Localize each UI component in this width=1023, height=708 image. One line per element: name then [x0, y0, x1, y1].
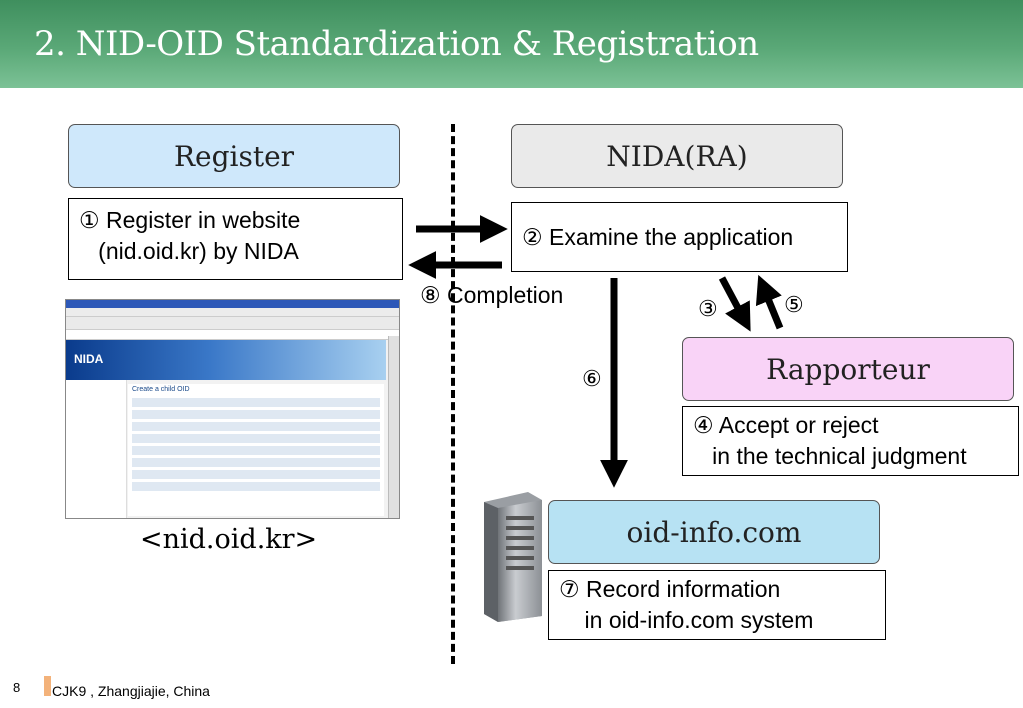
screenshot-logo: NIDA	[74, 352, 104, 366]
screenshot-titlebar	[66, 300, 399, 308]
page-number: 8	[13, 680, 21, 695]
slide-title: 2. NID-OID Standardization & Registratio…	[34, 24, 759, 64]
screenshot-form: Create a child OID	[128, 384, 384, 516]
footer-accent-bar	[44, 676, 51, 696]
step-1-line-2: (nid.oid.kr) by NIDA	[79, 238, 299, 264]
rapporteur-header: Rapporteur	[682, 337, 1014, 401]
arrow-nida-to-rapporteur	[718, 276, 751, 332]
screenshot-toolbar	[66, 317, 399, 330]
screenshot-menubar	[66, 308, 399, 317]
screenshot-caption: <nid.oid.kr>	[140, 524, 318, 555]
screenshot-nav	[66, 380, 127, 518]
server-icon	[484, 492, 542, 622]
nida-header: NIDA(RA)	[511, 124, 843, 188]
step-5-number: ⑤	[784, 292, 804, 317]
screenshot-form-title: Create a child OID	[132, 386, 190, 393]
register-header: Register	[68, 124, 400, 188]
oid-info-header: oid-info.com	[548, 500, 880, 564]
screenshot-scrollbar	[388, 336, 399, 518]
step-2-box: ② Examine the application	[511, 202, 848, 272]
step-6-number: ⑥	[582, 366, 602, 391]
step-1-box: ① Register in website (nid.oid.kr) by NI…	[68, 198, 403, 280]
completion-label: ⑧ Completion	[420, 282, 564, 308]
dashed-divider	[451, 124, 455, 664]
screenshot-addressbar	[66, 330, 399, 340]
step-7-line-2: in oid-info.com system	[559, 607, 814, 633]
step-4-line-2: in the technical judgment	[693, 443, 967, 469]
nid-website-screenshot: NIDA Create a child OID	[65, 299, 400, 519]
step-7-box: ⑦ Record information in oid-info.com sys…	[548, 570, 886, 640]
step-4-line-1: ④ Accept or reject	[693, 412, 879, 438]
footer-text: CJK9 , Zhangjiajie, China	[52, 683, 210, 699]
step-7-line-1: ⑦ Record information	[559, 576, 781, 602]
step-2-text: ② Examine the application	[522, 223, 794, 250]
step-4-box: ④ Accept or reject in the technical judg…	[682, 406, 1019, 476]
screenshot-banner	[66, 340, 386, 380]
arrow-rapporteur-to-nida	[755, 274, 784, 330]
step-3-number: ③	[698, 296, 718, 321]
title-bar: 2. NID-OID Standardization & Registratio…	[0, 0, 1023, 88]
step-1-line-1: ① Register in website	[79, 207, 301, 233]
